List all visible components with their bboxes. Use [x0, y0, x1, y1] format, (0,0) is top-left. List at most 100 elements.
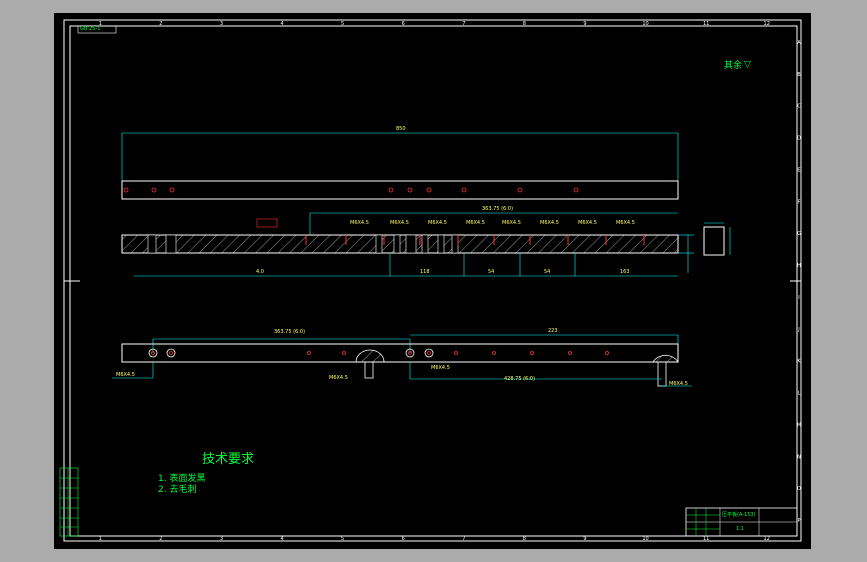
bottom-notch-1 — [355, 349, 385, 363]
top-tick-label: 2 — [159, 21, 162, 27]
hole-marker — [123, 187, 129, 193]
bottom-tick-label: 2 — [159, 536, 162, 542]
inner-frame — [69, 25, 798, 537]
hole-marker — [407, 187, 413, 193]
top-view-plate — [121, 180, 679, 200]
section-slot — [405, 234, 417, 254]
section-slot — [451, 234, 459, 254]
revision-table — [59, 467, 79, 537]
right-tick-label: O — [797, 486, 801, 492]
bottom-small-hole — [530, 351, 534, 355]
tech-requirement-2: 2. 去毛刺 — [158, 485, 197, 495]
dim-span-4: 163 — [620, 269, 630, 275]
dim-span-3: 54 — [544, 269, 551, 275]
right-tick-label: G — [797, 231, 801, 237]
hole-marker — [573, 187, 579, 193]
bottom-hole-ring — [148, 348, 158, 358]
dim-bottom-right-label: M6X4.5 — [669, 381, 688, 387]
bottom-hole-ring — [166, 348, 176, 358]
section-slot — [147, 234, 157, 254]
top-tick-label: 9 — [583, 21, 586, 27]
stamp-box — [77, 25, 117, 34]
hole-marker — [426, 187, 432, 193]
section-slot — [421, 234, 429, 254]
dim-hole-spec-1: M6X4.5 — [350, 220, 369, 226]
bottom-tick-label: 9 — [583, 536, 586, 542]
top-tick-label: 7 — [462, 21, 465, 27]
hole-marker — [461, 187, 467, 193]
bottom-tick-label: 5 — [341, 536, 344, 542]
right-tick-label: P — [797, 518, 800, 524]
top-tick-label: 10 — [642, 21, 648, 27]
bottom-tick-label: 6 — [402, 536, 405, 542]
dim-hole-spec-2: M6X4.5 — [390, 220, 409, 226]
top-tick-label: 1 — [99, 21, 102, 27]
section-slots — [147, 234, 645, 254]
title-block-scale: 1:1 — [736, 526, 745, 532]
bottom-small-hole — [307, 351, 311, 355]
right-tick-label: B — [797, 72, 801, 78]
top-tick-label: 6 — [402, 21, 405, 27]
dim-hole-spec-4: M6X4.5 — [466, 220, 485, 226]
top-tick-label: 4 — [280, 21, 283, 27]
dim-hole-pitch: 363.75 (6:0) — [482, 206, 514, 212]
tech-requirement-1: 1. 表面发黑 — [158, 474, 206, 484]
right-tick-label: L — [798, 391, 801, 397]
label-box — [256, 218, 278, 228]
bottom-tick-label: 11 — [703, 536, 709, 542]
top-tick-label: 5 — [341, 21, 344, 27]
right-tick-label: K — [797, 359, 801, 365]
section-slot — [165, 234, 177, 254]
section-slot — [437, 234, 445, 254]
right-tick-label: D — [797, 136, 801, 142]
top-tick-label: 12 — [764, 21, 770, 27]
bottom-tick-label: 10 — [642, 536, 648, 542]
right-tick-label: M — [797, 422, 801, 428]
dim-overall-width: 850 — [396, 126, 406, 132]
dim-span-2: 54 — [488, 269, 495, 275]
stamp-text: GB-25-1 — [80, 26, 101, 32]
bottom-notch-2 — [652, 355, 679, 363]
dim-bottom-label-mid: M6X4.5 — [329, 375, 348, 381]
bottom-tab-2 — [657, 361, 667, 387]
dim-hole-spec-7: M6X4.5 — [578, 220, 597, 226]
top-view-holes — [123, 187, 579, 193]
dim-hole-spec-5: M6X4.5 — [502, 220, 521, 226]
bottom-hole-ring — [405, 348, 415, 358]
outer-frame — [63, 19, 802, 542]
dim-hole-spec-8: M6X4.5 — [616, 220, 635, 226]
right-tick-label: N — [797, 454, 801, 460]
bottom-hole-center — [151, 351, 155, 355]
frame-ticks: 112233445566778899101011111212ABCDEFGHIJ… — [99, 21, 802, 542]
dim-bottom-label-mid2: M6X4.5 — [431, 365, 450, 371]
dim-hole-spec-3: M6X4.5 — [428, 220, 447, 226]
hole-marker — [388, 187, 394, 193]
hole-marker — [169, 187, 175, 193]
dim-bottom-label-left: M6X4.5 — [116, 372, 135, 378]
bottom-hole-center — [408, 351, 412, 355]
section-slot — [375, 234, 383, 254]
bottom-tick-label: 7 — [462, 536, 465, 542]
bottom-tick-label: 1 — [99, 536, 102, 542]
dim-hole-spec-6: M6X4.5 — [540, 220, 559, 226]
right-tick-label: H — [797, 263, 801, 269]
dim-bottom-right-pitch: 428.75 (6:0) — [504, 376, 536, 382]
bottom-tick-label: 4 — [280, 536, 283, 542]
surface-roughness-note: 其余 — [724, 61, 743, 71]
right-tick-label: E — [797, 167, 800, 173]
right-tick-label: I — [798, 295, 799, 301]
dim-bottom-total: 223 — [548, 328, 558, 334]
side-view — [703, 226, 725, 256]
bottom-small-hole — [492, 351, 496, 355]
top-tick-label: 3 — [220, 21, 223, 27]
right-tick-label: F — [798, 199, 801, 205]
title-block-part-name: 压平板(A-153) — [722, 512, 756, 518]
section-slot — [393, 234, 401, 254]
dim-bottom-pitch: 363.75 (6:0) — [274, 329, 306, 335]
bottom-tick-label: 3 — [220, 536, 223, 542]
bottom-small-hole — [454, 351, 458, 355]
tech-requirements-title: 技术要求 — [202, 452, 255, 467]
hole-marker — [517, 187, 523, 193]
bottom-small-hole — [605, 351, 609, 355]
